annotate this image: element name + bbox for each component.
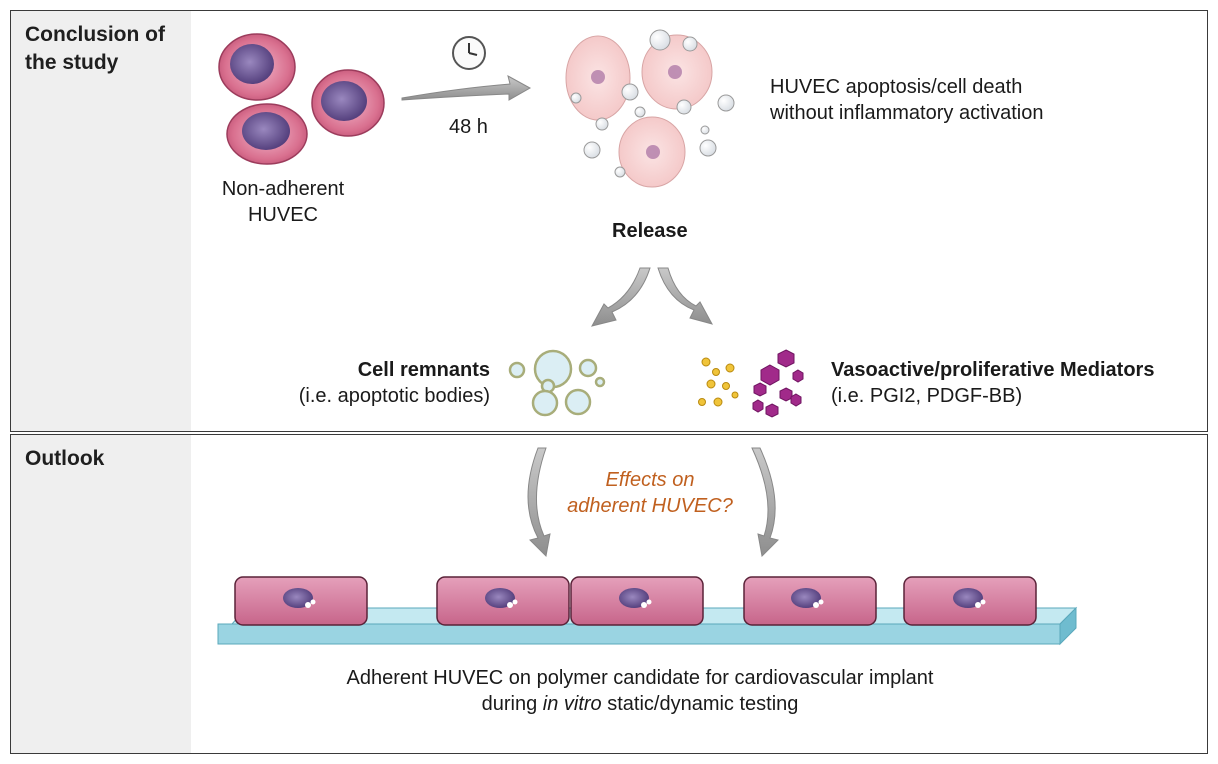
apoptotic-body-icon	[508, 349, 606, 417]
adherent-cell	[743, 576, 877, 626]
mediators-label: Vasoactive/proliferative Mediators (i.e.…	[831, 357, 1154, 409]
effects-question-line1: Effects on	[605, 469, 695, 491]
adherent-cell	[234, 576, 368, 626]
adherent-cell	[436, 576, 570, 626]
release-arrow-left	[591, 267, 651, 327]
dying-cell	[565, 35, 631, 121]
outlook-title: Outlook	[25, 447, 105, 470]
non-adherent-label-line2: HUVEC	[247, 204, 318, 226]
effects-question: Effects on adherent HUVEC?	[550, 467, 750, 519]
outlook-caption: Adherent HUVEC on polymer candidate for …	[290, 665, 990, 717]
remnants-title: Cell remnants	[357, 359, 490, 381]
outcome-label: HUVEC apoptosis/cell death without infla…	[770, 74, 1043, 126]
outlook-sidebar	[11, 435, 191, 753]
release-arrow-right	[657, 267, 714, 325]
clock-icon	[452, 36, 486, 70]
caption-line2-pre: during	[481, 693, 543, 715]
mediators-sub: (i.e. PGI2, PDGF-BB)	[831, 385, 1023, 407]
adherent-cell	[903, 576, 1037, 626]
caption-line2-italic: in vitro	[542, 693, 602, 715]
mediator-molecule-icon	[698, 349, 804, 418]
apoptotic-bubbles	[570, 29, 735, 178]
non-adherent-label: Non-adherent HUVEC	[198, 176, 368, 228]
dying-cell	[618, 116, 686, 188]
caption-line1: Adherent HUVEC on polymer candidate for …	[346, 667, 934, 689]
caption-line2-post: static/dynamic testing	[601, 693, 799, 715]
release-label: Release	[612, 220, 688, 242]
time-label: 48 h	[449, 116, 488, 138]
non-adherent-cell	[226, 103, 308, 165]
non-adherent-cell	[218, 33, 296, 101]
caption-line2: during in vitro static/dynamic testing	[290, 691, 990, 717]
effect-arrow-left	[527, 447, 551, 558]
conclusion-title: Conclusion of the study	[25, 23, 165, 74]
outcome-line2: without inflammatory activation	[770, 102, 1044, 124]
remnants-sub: (i.e. apoptotic bodies)	[298, 385, 490, 407]
remnants-label: Cell remnants (i.e. apoptotic bodies)	[250, 357, 490, 409]
non-adherent-label-line1: Non-adherent	[221, 178, 345, 200]
effects-question-line2: adherent HUVEC?	[567, 495, 733, 517]
time-arrow	[401, 75, 532, 101]
dying-cell	[641, 34, 713, 110]
adherent-cell	[570, 576, 704, 626]
mediators-title: Vasoactive/proliferative Mediators	[831, 359, 1155, 381]
effect-arrow-right	[751, 447, 779, 558]
outcome-line1: HUVEC apoptosis/cell death	[770, 76, 1023, 98]
conclusion-sidebar	[11, 11, 191, 431]
non-adherent-cell	[311, 69, 385, 137]
